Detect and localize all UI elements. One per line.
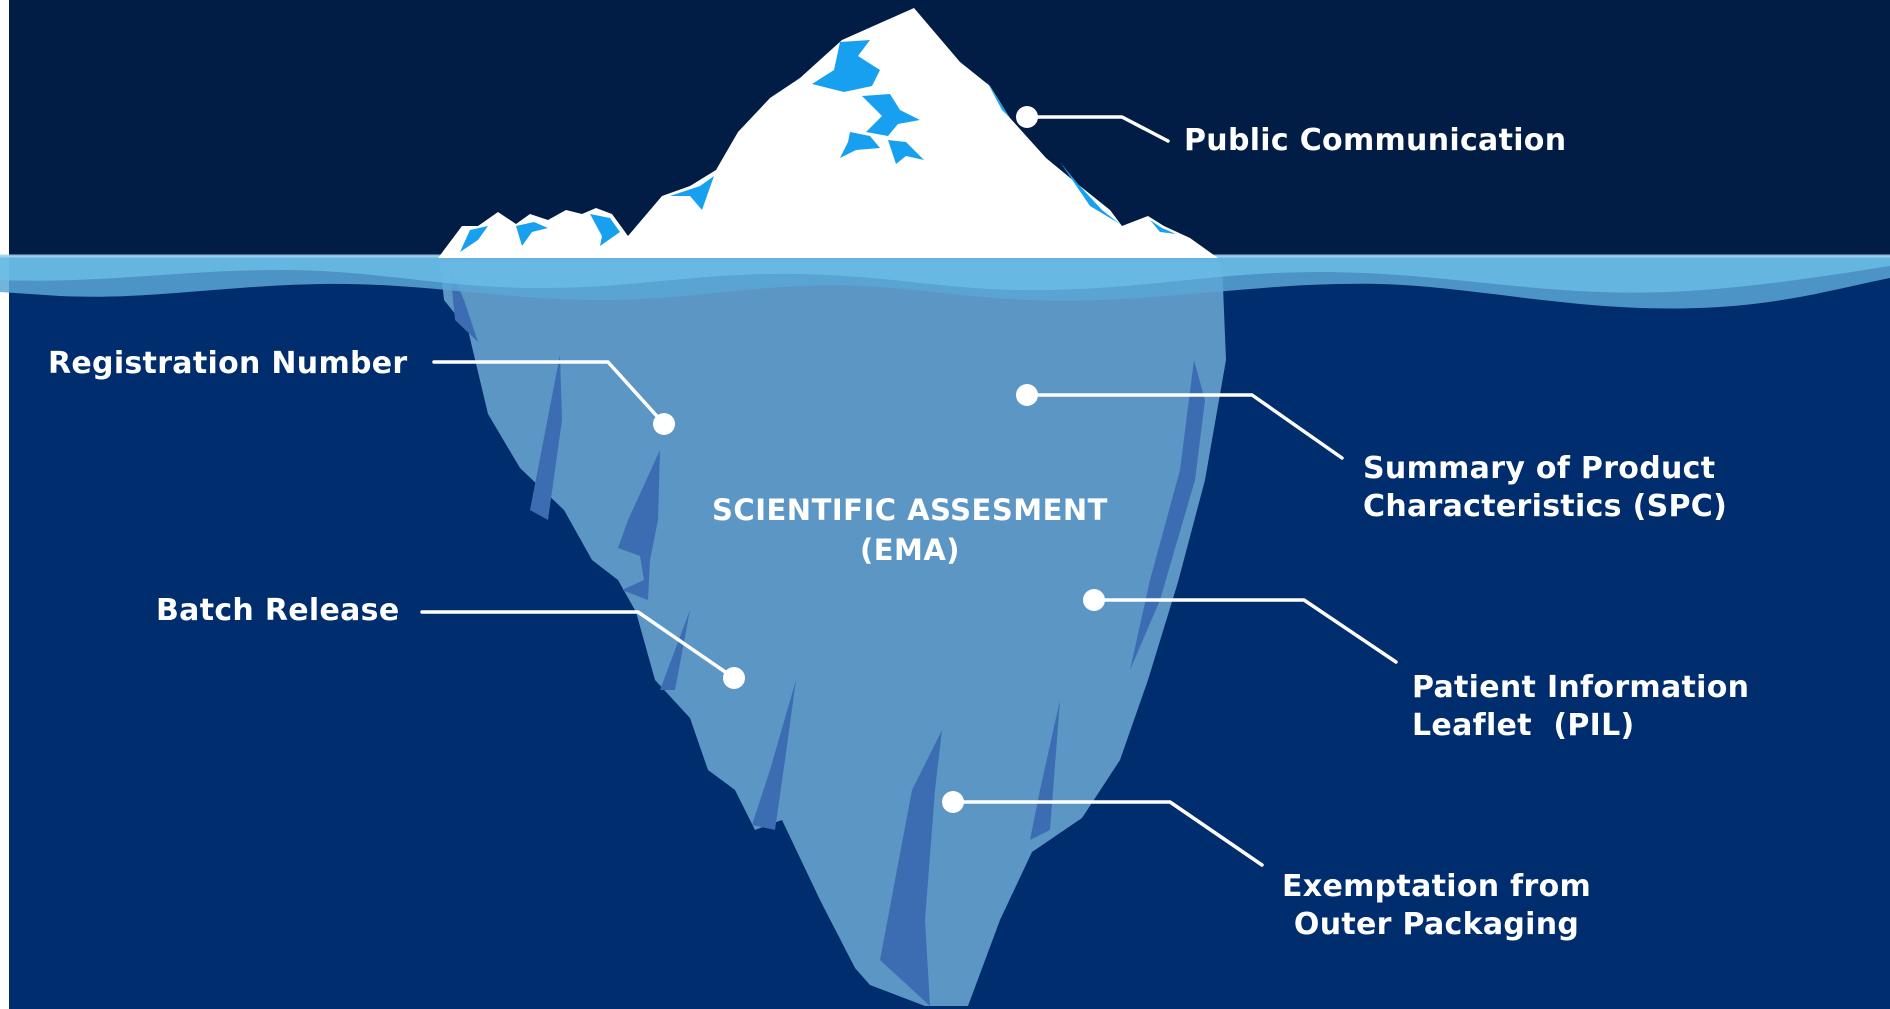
dot-batch-release (723, 667, 745, 689)
label-exemption-line1: Exemptation from (1282, 869, 1592, 904)
dot-registration-number (653, 413, 675, 435)
label-exemption: Exemptation from Outer Packaging (1282, 868, 1591, 944)
water-surface-wave-light (0, 256, 1890, 293)
ice-highlight-4 (670, 176, 714, 210)
left-edge-strip (0, 0, 9, 1009)
label-pil: Patient Information Leaflet (PIL) (1412, 669, 1749, 745)
label-public-communication-text: Public Communication (1184, 123, 1567, 158)
center-label-line1: SCIENTIFIC ASSESMENT (712, 493, 1108, 527)
label-spc-line1: Summary of Product (1363, 451, 1716, 486)
connector-pil (1092, 598, 1398, 664)
dot-public-communication (1016, 106, 1038, 128)
dot-pil (1083, 589, 1105, 611)
label-batch-release: Batch Release (156, 592, 399, 630)
ice-highlight-5 (812, 40, 880, 92)
ice-highlight-11 (1150, 220, 1176, 234)
connector-exemption (951, 800, 1264, 867)
ice-highlight-7 (840, 132, 880, 158)
ice-highlight-6 (862, 94, 920, 136)
ice-highlight-3 (590, 214, 620, 246)
iceberg-facet-6 (1030, 700, 1060, 840)
connector-spc (1025, 393, 1344, 460)
label-exemption-line2: Outer Packaging (1293, 907, 1580, 942)
label-spc: Summary of Product Characteristics (SPC) (1363, 450, 1727, 526)
center-label: SCIENTIFIC ASSESMENT (EMA) (680, 490, 1140, 570)
center-label-line2: (EMA) (859, 533, 961, 567)
label-registration-number-text: Registration Number (48, 346, 408, 381)
iceberg-facet-1 (530, 355, 562, 520)
connector-batch-release (420, 610, 736, 680)
ice-highlight-8 (888, 140, 924, 164)
iceberg-facet-2 (618, 450, 660, 600)
iceberg-facet-5 (880, 730, 942, 1006)
iceberg-facet-7 (1130, 360, 1205, 670)
label-public-communication: Public Communication (1184, 122, 1566, 160)
label-pil-line1: Patient Information (1412, 670, 1750, 705)
connector-registration-number (432, 360, 666, 426)
label-registration-number: Registration Number (48, 345, 408, 383)
iceberg-facet-3 (660, 610, 690, 690)
label-spc-line2: Characteristics (SPC) (1363, 489, 1728, 524)
label-batch-release-text: Batch Release (156, 593, 400, 628)
ice-highlight-1 (460, 226, 488, 252)
ice-highlight-2 (516, 222, 548, 246)
dot-spc (1016, 384, 1038, 406)
iceberg-tip (438, 8, 1218, 258)
iceberg-facet-4 (752, 680, 796, 830)
iceberg-submerged-body (440, 262, 1226, 1006)
label-pil-line2: Leaflet (PIL) (1412, 708, 1635, 743)
connector-public-communication (1025, 115, 1170, 143)
dot-exemption (942, 791, 964, 813)
